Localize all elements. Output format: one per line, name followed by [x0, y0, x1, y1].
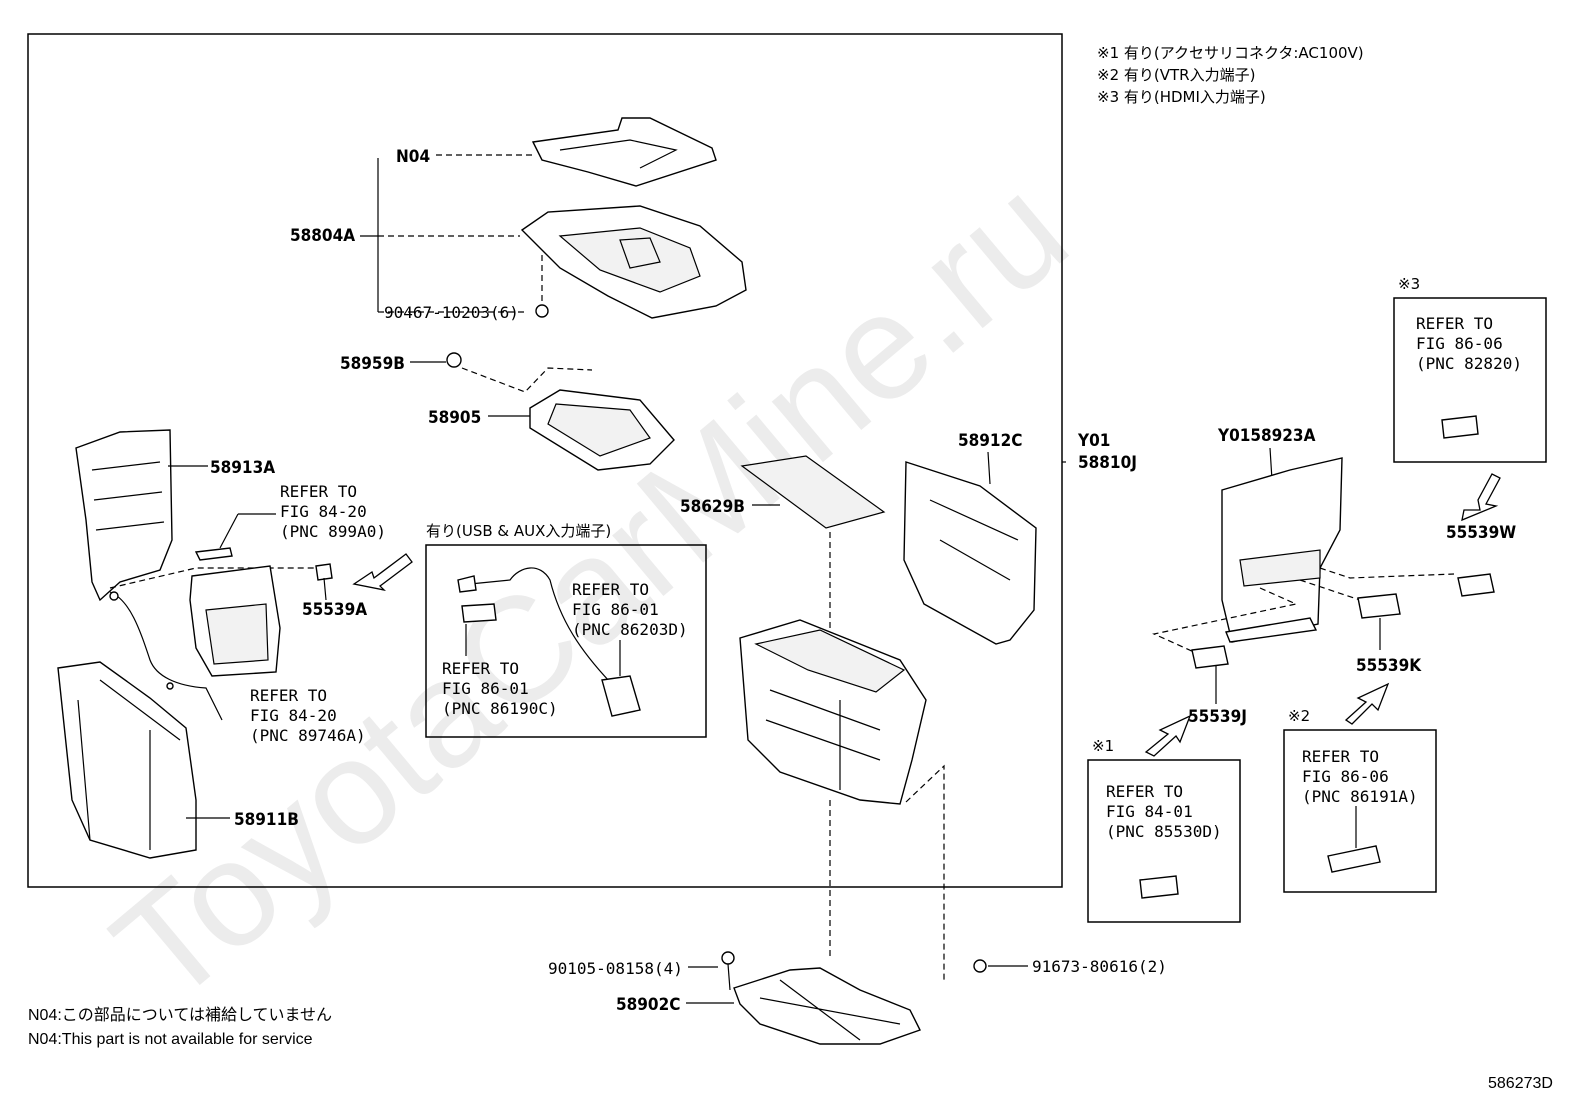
port-55539k	[1357, 593, 1401, 619]
ref-86191a-line1: REFER TO	[1302, 747, 1379, 766]
bolt-90105	[721, 951, 735, 965]
assembly-frame	[27, 33, 1063, 888]
ref-82820-line3: (PNC 82820)	[1416, 354, 1522, 373]
label-58810j: 58810J	[1078, 453, 1137, 473]
mark-3: ※3	[1398, 275, 1420, 293]
arrow-55539k	[1344, 682, 1390, 725]
label-58629b: 58629B	[680, 497, 745, 517]
screw-90467	[535, 304, 549, 318]
ref-86203d-line2: FIG 86-01	[572, 600, 659, 619]
ref-box-86191a	[1283, 729, 1437, 893]
ref-box-85530d	[1087, 759, 1241, 923]
hdmi-port-icon	[1441, 415, 1479, 439]
ref-899a0-line1: REFER TO	[280, 482, 357, 501]
shift-bezel-group: N04 58804A 90467-10203(6)	[290, 117, 747, 322]
ref-85530d-line2: FIG 84-01	[1106, 802, 1193, 821]
label-58902c: 58902C	[616, 995, 680, 1015]
option-notes: ※1 有り(アクセサリコネクタ:AC100V) ※2 有り(VTR入力端子) ※…	[1097, 44, 1364, 106]
vtr-jack-icon	[1327, 845, 1381, 873]
label-n04: N04	[396, 147, 430, 167]
ref-box-82820	[1393, 297, 1547, 463]
rear-panel-group: ※3 REFER TO FIG 86-06 (PNC 82820) 55539W…	[1087, 275, 1547, 923]
bracket-58902c	[733, 967, 921, 1045]
ref-89746a-line1: REFER TO	[250, 686, 327, 705]
mark-1: ※1	[1092, 737, 1114, 755]
ref-86191a-line3: (PNC 86191A)	[1302, 787, 1418, 806]
bolt-91673	[973, 959, 987, 973]
usb-box-title: 有り(USB & AUX入力端子)	[426, 522, 611, 540]
side-panel-58912c	[903, 461, 1037, 645]
port-55539w	[1457, 573, 1495, 597]
label-58913a: 58913A	[210, 458, 275, 478]
arrow-55539j	[1144, 714, 1192, 757]
label-55539j: 55539J	[1188, 707, 1247, 727]
ac-outlet-icon	[1139, 875, 1179, 899]
note-3: ※3 有り(HDMI入力端子)	[1097, 88, 1266, 106]
usb-plug	[601, 675, 641, 717]
label-55539k: 55539K	[1356, 656, 1422, 676]
ref-86190c-line3: (PNC 86190C)	[442, 699, 558, 718]
ref-86203d-line1: REFER TO	[572, 580, 649, 599]
aux-jack	[461, 603, 497, 623]
label-y01: Y01	[1077, 431, 1110, 451]
label-58959b: 58959B	[340, 354, 405, 374]
clip-58959b	[446, 352, 462, 368]
ref-86190c-line1: REFER TO	[442, 659, 519, 678]
ref-86191a-line2: FIG 86-06	[1302, 767, 1389, 786]
note-1: ※1 有り(アクセサリコネクタ:AC100V)	[1097, 44, 1364, 62]
label-58804a: 58804A	[290, 226, 355, 246]
note-2: ※2 有り(VTR入力端子)	[1097, 66, 1255, 84]
footnote-en: N04:This part is not available for servi…	[28, 1031, 313, 1048]
ref-86203d-line3: (PNC 86203D)	[572, 620, 688, 639]
bottom-bracket-group: 90105-08158(4) 58902C 91673-80616(2)	[548, 764, 1167, 1045]
usb-aux-group: 有り(USB & AUX入力端子) REFER TO FIG 86-01 (PN…	[425, 522, 707, 738]
usb-connector	[457, 575, 477, 593]
label-91673: 91673-80616(2)	[1032, 957, 1167, 976]
front-panel-58911b	[57, 661, 197, 859]
side-panel-58913a	[75, 429, 173, 602]
ref-89746a-line3: (PNC 89746A)	[250, 726, 366, 745]
mark-2: ※2	[1288, 707, 1310, 725]
mat-58629b	[740, 455, 886, 529]
label-58911b: 58911B	[234, 810, 299, 830]
footnote-jp: N04:この部品については補給していません	[28, 1006, 332, 1024]
ref-82820-line1: REFER TO	[1416, 314, 1493, 333]
arrow-55539a	[352, 553, 413, 592]
usb-aux-box	[425, 544, 707, 738]
label-58923a: Y0158923A	[1217, 426, 1316, 446]
ref-85530d-line1: REFER TO	[1106, 782, 1183, 801]
label-90105: 90105-08158(4)	[548, 959, 683, 978]
arrow-55539w	[1461, 473, 1501, 522]
port-55539j	[1191, 645, 1229, 669]
shift-trim-n04	[531, 117, 717, 187]
label-55539a: 55539A	[302, 600, 367, 620]
left-panel-group: 58913A REFER TO FIG 84-20 (PNC 899A0) 55…	[57, 429, 413, 859]
figure-code: 586273D	[1488, 1075, 1553, 1092]
ref-899a0-line2: FIG 84-20	[280, 502, 367, 521]
console-box-group: 58629B 58912C Y01 58810J	[680, 431, 1137, 805]
ref-899a0-line3: (PNC 899A0)	[280, 522, 386, 541]
tray-group: 58959B 58905	[340, 352, 675, 471]
label-58905: 58905	[428, 408, 481, 428]
label-90467: 90467-10203(6)	[384, 303, 519, 322]
label-55539w: 55539W	[1446, 523, 1516, 543]
ref-89746a-line2: FIG 84-20	[250, 706, 337, 725]
ref-82820-line2: FIG 86-06	[1416, 334, 1503, 353]
ref-86190c-line2: FIG 86-01	[442, 679, 529, 698]
label-58912c: 58912C	[958, 431, 1022, 451]
rear-panel-58923a	[1221, 457, 1343, 643]
ref-85530d-line3: (PNC 85530D)	[1106, 822, 1222, 841]
